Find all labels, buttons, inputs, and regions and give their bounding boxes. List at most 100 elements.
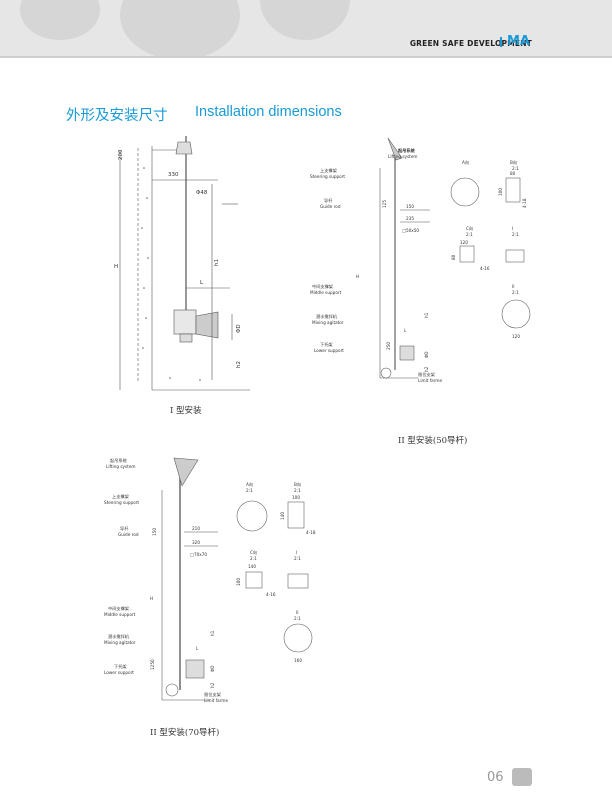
lifting-bracket bbox=[175, 141, 193, 155]
detail-cd-scale: 2:1 bbox=[466, 232, 473, 237]
detail-ii-title: II bbox=[512, 284, 514, 289]
dim-L: L bbox=[196, 646, 199, 651]
detail-a-scale: 2:1 bbox=[246, 488, 253, 493]
header-decor bbox=[120, 0, 240, 58]
dim-square-50: □50x50 bbox=[402, 228, 419, 233]
figure-type-i: 200 330 Φ48 H h1 L ΦD h2 bbox=[114, 136, 250, 391]
detail-i-title: I bbox=[296, 550, 297, 555]
dim-H: H bbox=[150, 596, 153, 601]
section-title-en: Installation dimensions bbox=[195, 104, 342, 120]
dim-phiD: ΦD bbox=[236, 324, 242, 333]
dim-150: 150 bbox=[406, 204, 414, 209]
label-guide-cn: 导杆 bbox=[324, 197, 333, 204]
dim-210: 210 bbox=[192, 526, 200, 531]
detail-a-title: A向 bbox=[246, 481, 253, 487]
header-brand: MA bbox=[507, 34, 530, 49]
detail-b-title: B向 bbox=[510, 159, 517, 165]
detail-cd-title: C向 bbox=[466, 225, 473, 231]
label-mixing-cn: 潜水搅拌机 bbox=[316, 313, 338, 320]
detail-i-view bbox=[505, 249, 525, 263]
label-lower-en: Lower support bbox=[104, 670, 134, 675]
label-limit-cn: 限位支架 bbox=[418, 371, 435, 378]
detail-cd-width: 120 bbox=[460, 240, 468, 245]
detail-cd-title: C向 bbox=[250, 549, 257, 555]
lifting-crane bbox=[173, 457, 199, 487]
label-steering-en: Steering support bbox=[310, 174, 345, 179]
detail-b-title: B向 bbox=[294, 481, 301, 487]
label-middle-en: Middle support bbox=[104, 612, 136, 617]
detail-b-width: 100 bbox=[292, 495, 300, 500]
mixer-body bbox=[399, 345, 415, 361]
dim-H: H bbox=[114, 264, 118, 270]
caption-type-ii-50: II 型安装(50导杆) bbox=[398, 436, 468, 446]
detail-cd-scale: 2:1 bbox=[250, 556, 257, 561]
dim-L: L bbox=[404, 328, 407, 333]
label-middle-en: Middle support bbox=[310, 290, 342, 295]
detail-a-view bbox=[236, 500, 268, 532]
label-steering-cn: 上支撑架 bbox=[112, 493, 129, 500]
dim-1250: 1250 bbox=[150, 659, 155, 670]
detail-b-bolt: 4-18 bbox=[522, 198, 527, 208]
label-mixing-cn: 潜水搅拌机 bbox=[108, 633, 130, 640]
dim-h2: h2 bbox=[424, 366, 429, 372]
detail-i-title: I bbox=[512, 226, 513, 231]
detail-i-scale: 2:1 bbox=[512, 232, 519, 237]
detail-a-title: A向 bbox=[462, 159, 469, 165]
dim-phiD: ΦD bbox=[424, 351, 429, 358]
caption-type-ii-70: II 型安装(70导杆) bbox=[150, 728, 220, 738]
header-tagline: GREEN SAFE DEVELOPMENT bbox=[409, 39, 532, 48]
label-middle-cn: 中间支撑架 bbox=[312, 283, 333, 290]
label-lifting-cn: 起吊系统 bbox=[397, 147, 416, 154]
mixer-body bbox=[185, 659, 205, 679]
detail-a-view bbox=[450, 177, 480, 207]
label-steering-cn: 上支撑架 bbox=[320, 167, 337, 174]
detail-b-view bbox=[505, 177, 521, 203]
lifting-crane bbox=[387, 137, 403, 161]
label-lifting-en: Lifting system bbox=[388, 154, 417, 159]
detail-b-scale: 2:1 bbox=[294, 488, 301, 493]
detail-ii-scale: 2:1 bbox=[512, 290, 519, 295]
detail-cd-width: 140 bbox=[248, 564, 256, 569]
dim-h1: h1 bbox=[210, 630, 215, 636]
label-lifting-cn: 起吊系统 bbox=[110, 457, 127, 464]
figure-type-ii-70: 起吊系统 Lifting system 上支撑架 Steering suppor… bbox=[104, 457, 316, 703]
dim-L: L bbox=[200, 280, 204, 286]
wall-aggregate bbox=[141, 167, 201, 381]
label-steering-en: Steering support bbox=[104, 500, 139, 505]
label-middle-cn: 中间支撑架 bbox=[108, 605, 129, 612]
detail-b-width: 80 bbox=[510, 171, 516, 176]
header-rule bbox=[0, 56, 612, 58]
figure-type-ii-50: 起吊系统 Lifting system 上支撑架 Steering suppor… bbox=[310, 137, 531, 383]
label-limit-en: Limit farme bbox=[204, 698, 228, 703]
label-mixing-en: Mixing agitator bbox=[104, 640, 136, 645]
detail-ii-view bbox=[283, 623, 313, 653]
header-decor bbox=[20, 0, 100, 40]
section-title-cn: 外形及安装尺寸 bbox=[66, 108, 168, 124]
dim-200: 200 bbox=[118, 149, 124, 160]
detail-b-height: 100 bbox=[498, 188, 503, 196]
lower-support bbox=[380, 367, 392, 379]
detail-i-view bbox=[287, 573, 309, 589]
mounting-base bbox=[179, 333, 193, 343]
mixer-body bbox=[173, 309, 197, 335]
detail-cd-height: 100 bbox=[236, 578, 241, 586]
detail-ii-scale: 2:1 bbox=[294, 616, 301, 621]
mixer-propeller bbox=[195, 311, 219, 339]
detail-ii-width: 120 bbox=[512, 334, 520, 339]
label-limit-en: Limit farme bbox=[418, 378, 442, 383]
label-mixing-en: Mixing agitator bbox=[312, 320, 344, 325]
detail-b-view bbox=[287, 501, 305, 529]
brand-logo-icon bbox=[512, 768, 532, 786]
dim-h2: h2 bbox=[210, 682, 215, 688]
dim-phiD: ΦD bbox=[210, 665, 215, 672]
detail-cd-height: 80 bbox=[451, 254, 456, 260]
label-guide-en: Guide rod bbox=[320, 204, 341, 209]
detail-ii-view bbox=[501, 299, 531, 329]
dim-150: 150 bbox=[152, 528, 157, 536]
dim-phi48: Φ48 bbox=[196, 190, 208, 196]
dim-330: 330 bbox=[168, 172, 179, 178]
label-lifting-en: Lifting system bbox=[106, 464, 135, 469]
detail-b-bolt: 4-18 bbox=[306, 530, 316, 535]
dim-square-70: □70x70 bbox=[190, 552, 207, 557]
label-lower-cn: 下托架 bbox=[114, 663, 127, 670]
